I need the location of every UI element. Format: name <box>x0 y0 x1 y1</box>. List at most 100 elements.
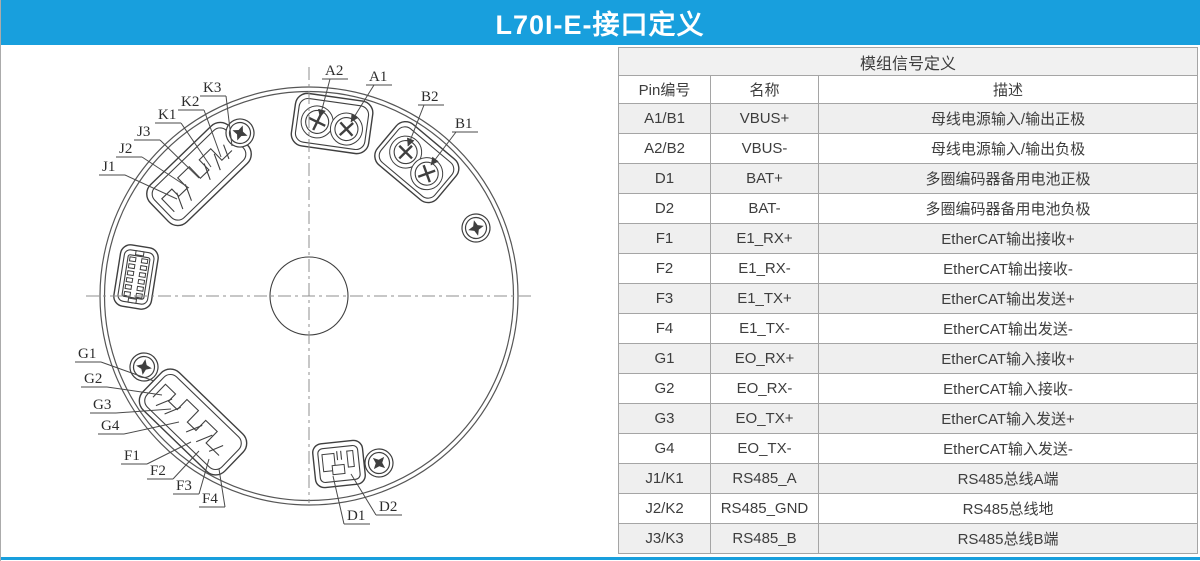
pin-label-d2: D2 <box>350 473 402 516</box>
desc-cell: EtherCAT输入接收- <box>817 373 1199 404</box>
pin-label-k3: K3 <box>200 80 233 147</box>
pin-cell: F4 <box>618 313 711 344</box>
connector-gf <box>138 368 248 476</box>
pin-cell: F2 <box>618 253 711 284</box>
name-cell: EO_RX- <box>710 373 819 404</box>
name-cell: RS485_A <box>710 463 819 494</box>
table-title-row: 模组信号定义 <box>617 47 1199 76</box>
svg-text:J3: J3 <box>137 124 150 140</box>
svg-text:J1: J1 <box>102 159 115 175</box>
table-header-row: Pin编号 名称 描述 <box>618 75 1199 104</box>
pin-cell: D1 <box>618 163 711 194</box>
pin-cell: J1/K1 <box>618 463 711 494</box>
desc-cell: EtherCAT输出发送+ <box>817 283 1199 314</box>
pin-label-j2: J2 <box>116 141 190 189</box>
svg-text:F4: F4 <box>202 491 218 507</box>
name-cell: E1_RX- <box>710 253 819 284</box>
module-drawing: A2 A1 B2 B1 K3 <box>75 63 534 525</box>
pin-label-b1: B1 <box>430 116 478 166</box>
svg-text:A1: A1 <box>369 69 387 85</box>
pin-cell: G4 <box>618 433 711 464</box>
name-cell: EO_TX- <box>710 433 819 464</box>
pin-label-f1: F1 <box>121 441 192 465</box>
pin-cell: F1 <box>618 223 711 254</box>
desc-cell: EtherCAT输出接收+ <box>817 223 1199 254</box>
header-bar: L70I-E-接口定义 <box>0 0 1200 45</box>
pin-label-g3: G3 <box>90 397 172 414</box>
name-cell: E1_TX+ <box>710 283 819 314</box>
desc-cell: EtherCAT输出发送- <box>817 313 1199 344</box>
svg-text:D1: D1 <box>347 508 365 524</box>
table-title: 模组信号定义 <box>617 47 1199 76</box>
pin-label-k2: K2 <box>178 94 222 158</box>
name-cell: BAT+ <box>710 163 819 194</box>
pin-cell: J2/K2 <box>618 493 711 524</box>
desc-cell: EtherCAT输入接收+ <box>817 343 1199 374</box>
pin-label-g4: G4 <box>98 418 180 435</box>
desc-cell: EtherCAT输出接收- <box>817 253 1199 284</box>
page-left-edge <box>0 0 1 561</box>
name-cell: EO_TX+ <box>710 403 819 434</box>
pin-cell: A2/B2 <box>618 133 711 164</box>
pin-cell: G1 <box>618 343 711 374</box>
pin-label-b2: B2 <box>407 89 444 147</box>
name-cell: RS485_GND <box>710 493 819 524</box>
pin-label-j3: J3 <box>134 124 200 179</box>
svg-text:A2: A2 <box>325 63 343 79</box>
pin-label-g1: G1 <box>75 346 155 382</box>
screw-icon <box>458 210 494 246</box>
pin-cell: D2 <box>618 193 711 224</box>
column-header-desc: 描述 <box>817 75 1199 104</box>
name-cell: VBUS+ <box>710 103 819 134</box>
pin-label-k1: K1 <box>155 107 212 168</box>
desc-cell: 多圈编码器备用电池正极 <box>817 163 1199 194</box>
svg-text:G2: G2 <box>84 371 102 387</box>
pin-label-g2: G2 <box>81 371 163 396</box>
svg-text:K2: K2 <box>181 94 199 110</box>
connector-d <box>312 439 366 489</box>
connector-b <box>374 120 460 204</box>
pin-label-d1: D1 <box>332 475 370 525</box>
svg-text:G1: G1 <box>78 346 96 362</box>
connector-left <box>113 244 159 310</box>
svg-text:B1: B1 <box>455 116 473 132</box>
svg-text:J2: J2 <box>119 141 132 157</box>
svg-text:D2: D2 <box>379 499 397 515</box>
pin-label-f2: F2 <box>147 450 200 480</box>
column-header-pin: Pin编号 <box>618 75 711 104</box>
desc-cell: RS485总线B端 <box>817 523 1199 554</box>
module-drawing-panel: A2 A1 B2 B1 K3 <box>0 45 613 556</box>
name-cell: RS485_B <box>710 523 819 554</box>
pin-cell: F3 <box>618 283 711 314</box>
pin-label-a2: A2 <box>318 63 348 118</box>
name-cell: EO_RX+ <box>710 343 819 374</box>
pin-label-j1: J1 <box>99 159 178 200</box>
desc-cell: RS485总线地 <box>817 493 1199 524</box>
pin-label-f3: F3 <box>173 458 210 495</box>
pin-label-f4: F4 <box>199 468 226 508</box>
desc-cell: RS485总线A端 <box>817 463 1199 494</box>
centerlines <box>86 67 534 503</box>
connector-a <box>290 92 374 155</box>
name-cell: BAT- <box>710 193 819 224</box>
svg-text:G4: G4 <box>101 418 120 434</box>
desc-cell: 母线电源输入/输出负极 <box>817 133 1199 164</box>
name-cell: VBUS- <box>710 133 819 164</box>
svg-text:K1: K1 <box>158 107 176 123</box>
